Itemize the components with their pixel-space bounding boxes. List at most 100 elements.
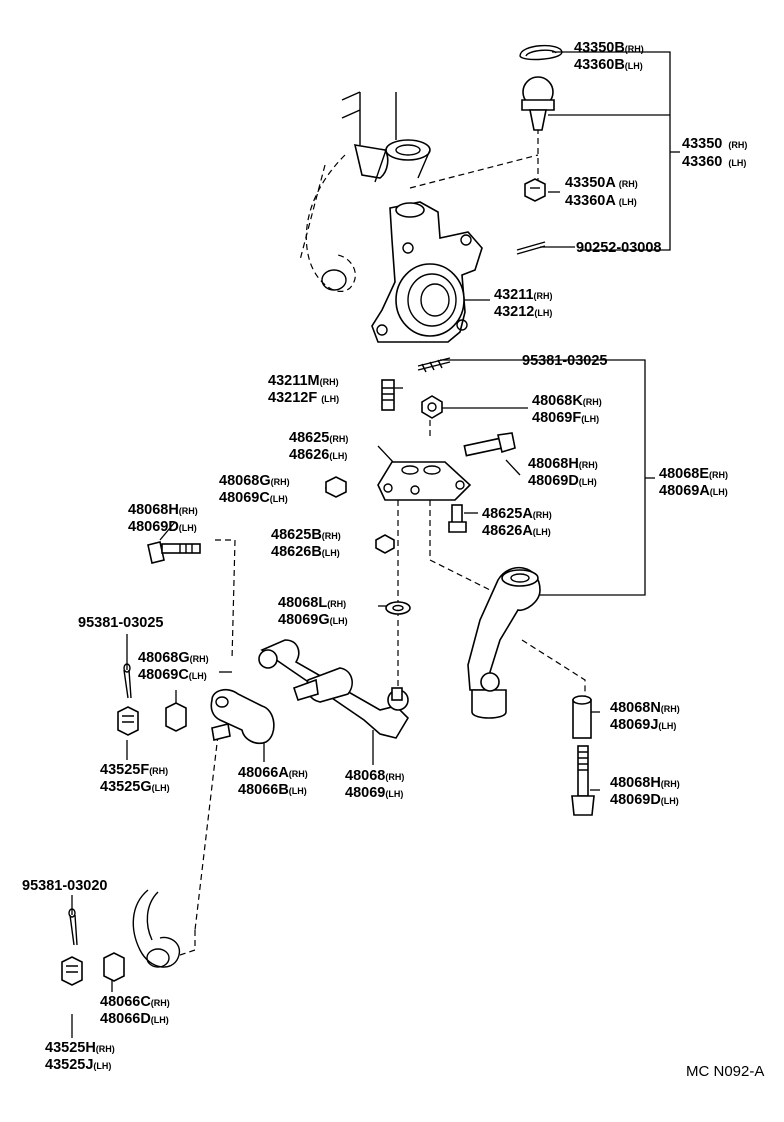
part-castle-nut-top bbox=[524, 178, 546, 202]
label-48068H-upper: 48068H(RH) 48069D(LH) bbox=[528, 456, 598, 489]
svg-text:48625B(RH): 48625B(RH) bbox=[271, 527, 341, 543]
part-ball-joint bbox=[521, 76, 555, 131]
part-cotter-pin-middle bbox=[123, 663, 132, 699]
svg-text:48066B(LH): 48066B(LH) bbox=[238, 782, 307, 798]
label-48066A: 48066A(RH) 48066B(LH) bbox=[238, 765, 308, 798]
svg-text:48069D(LH): 48069D(LH) bbox=[610, 792, 679, 808]
part-spacer-48068N bbox=[572, 695, 592, 739]
label-43350B: 43350B(RH) 43360B(LH) bbox=[574, 40, 644, 73]
diagram-code: MC N092-A bbox=[686, 1063, 764, 1080]
part-pitman-arm bbox=[132, 889, 181, 968]
part-cotter-pin-lower bbox=[68, 908, 78, 946]
label-48068G-upper: 48068G(RH) 48069C(LH) bbox=[219, 473, 290, 506]
label-48068N: 48068N(RH) 48069J(LH) bbox=[610, 700, 680, 733]
label-48068H-left: 48068H(RH) 48069D(LH) bbox=[128, 502, 198, 535]
svg-text:48069C(LH): 48069C(LH) bbox=[138, 667, 207, 683]
svg-text:48626(LH): 48626(LH) bbox=[289, 447, 347, 463]
label-48068L: 48068L(RH) 48069G(LH) bbox=[278, 595, 348, 628]
svg-text:95381-03025: 95381-03025 bbox=[522, 353, 607, 369]
svg-text:43360(LH): 43360(LH) bbox=[682, 154, 746, 170]
label-90252: 90252-03008 bbox=[576, 240, 661, 256]
part-stud bbox=[381, 379, 395, 411]
svg-text:48069F(LH): 48069F(LH) bbox=[532, 410, 599, 426]
label-43525H: 43525H(RH) 43525J(LH) bbox=[45, 1040, 115, 1073]
label-43350A: 43350A(RH) 43360A(LH) bbox=[565, 175, 638, 209]
svg-text:48068G(RH): 48068G(RH) bbox=[138, 650, 209, 666]
part-strut bbox=[341, 91, 431, 183]
svg-text:48069G(LH): 48069G(LH) bbox=[278, 612, 348, 628]
label-43525F: 43525F(RH) 43525G(LH) bbox=[100, 762, 170, 795]
label-48625A: 48625A(RH) 48626A(LH) bbox=[482, 506, 552, 539]
part-bracket-48625 bbox=[377, 461, 472, 501]
part-castle-nut-43525F bbox=[117, 706, 139, 736]
svg-text:43360A(LH): 43360A(LH) bbox=[565, 193, 637, 209]
part-idler-arm bbox=[467, 566, 541, 719]
svg-text:48068G(RH): 48068G(RH) bbox=[219, 473, 290, 489]
label-48068H-lower: 48068H(RH) 48069D(LH) bbox=[610, 775, 680, 808]
svg-text:48068H(RH): 48068H(RH) bbox=[128, 502, 198, 518]
svg-text:48069C(LH): 48069C(LH) bbox=[219, 490, 288, 506]
svg-text:48068L(RH): 48068L(RH) bbox=[278, 595, 346, 611]
part-nut-48068G-lower bbox=[165, 702, 187, 732]
svg-text:43525J(LH): 43525J(LH) bbox=[45, 1057, 111, 1073]
part-screw-upper bbox=[417, 357, 451, 373]
svg-text:48068E(RH): 48068E(RH) bbox=[659, 466, 728, 482]
svg-text:48068N(RH): 48068N(RH) bbox=[610, 700, 680, 716]
svg-text:48068K(RH): 48068K(RH) bbox=[532, 393, 602, 409]
label-48068K: 48068K(RH) 48069F(LH) bbox=[532, 393, 602, 426]
part-steering-arm-outline bbox=[305, 154, 356, 292]
part-nut-48068K bbox=[421, 395, 443, 419]
svg-text:48068H(RH): 48068H(RH) bbox=[610, 775, 680, 791]
part-snap-ring bbox=[519, 45, 563, 61]
svg-text:95381-03020: 95381-03020 bbox=[22, 878, 107, 894]
svg-text:43212(LH): 43212(LH) bbox=[494, 304, 552, 320]
svg-text:48625(RH): 48625(RH) bbox=[289, 430, 348, 446]
label-43211: 43211(RH) 43212(LH) bbox=[494, 287, 553, 320]
label-48068G-lower: 48068G(RH) 48069C(LH) bbox=[138, 650, 209, 683]
svg-text:48069A(LH): 48069A(LH) bbox=[659, 483, 728, 499]
label-43211M: 43211M(RH) 43212F(LH) bbox=[268, 373, 339, 406]
part-bolt-48625A bbox=[448, 504, 467, 533]
svg-text:43525F(RH): 43525F(RH) bbox=[100, 762, 168, 778]
svg-text:43350A(RH): 43350A(RH) bbox=[565, 175, 638, 191]
part-nut-48066C bbox=[103, 952, 125, 982]
svg-text:48626B(LH): 48626B(LH) bbox=[271, 544, 340, 560]
svg-text:43525G(LH): 43525G(LH) bbox=[100, 779, 170, 795]
svg-text:43211(RH): 43211(RH) bbox=[494, 287, 553, 303]
svg-text:43350(RH): 43350(RH) bbox=[682, 136, 747, 152]
label-95381-upper: 95381-03025 bbox=[522, 353, 607, 369]
part-bolt-48068H-upper bbox=[463, 432, 516, 457]
svg-text:48068(RH): 48068(RH) bbox=[345, 768, 404, 784]
part-tie-rod-end bbox=[210, 688, 275, 745]
svg-text:48625A(RH): 48625A(RH) bbox=[482, 506, 552, 522]
part-castle-nut-43525H bbox=[61, 956, 83, 986]
part-washer-48625B bbox=[375, 534, 395, 554]
label-95381-middle: 95381-03025 bbox=[78, 615, 163, 631]
part-bolt-48068H-lower bbox=[571, 745, 595, 816]
svg-text:48066C(RH): 48066C(RH) bbox=[100, 994, 170, 1010]
svg-text:43211M(RH): 43211M(RH) bbox=[268, 373, 339, 389]
svg-text:48069D(LH): 48069D(LH) bbox=[128, 519, 197, 535]
part-cotter-pin-top bbox=[516, 241, 546, 255]
svg-text:48066D(LH): 48066D(LH) bbox=[100, 1011, 169, 1027]
label-48625B: 48625B(RH) 48626B(LH) bbox=[271, 527, 341, 560]
svg-text:48069J(LH): 48069J(LH) bbox=[610, 717, 676, 733]
part-steering-knuckle bbox=[371, 201, 483, 343]
svg-text:48626A(LH): 48626A(LH) bbox=[482, 523, 551, 539]
label-95381-lower: 95381-03020 bbox=[22, 878, 107, 894]
svg-text:48066A(RH): 48066A(RH) bbox=[238, 765, 308, 781]
alignment-lines bbox=[179, 128, 586, 956]
label-48066C: 48066C(RH) 48066D(LH) bbox=[100, 994, 170, 1027]
svg-text:90252-03008: 90252-03008 bbox=[576, 240, 661, 256]
svg-text:43525H(RH): 43525H(RH) bbox=[45, 1040, 115, 1056]
label-48625: 48625(RH) 48626(LH) bbox=[289, 430, 348, 463]
svg-text:95381-03025: 95381-03025 bbox=[78, 615, 163, 631]
part-washer-48068L bbox=[385, 601, 411, 615]
part-relay-rod bbox=[258, 639, 410, 739]
label-48068E: 48068E(RH) 48069A(LH) bbox=[659, 466, 728, 499]
label-48068: 48068(RH) 48069(LH) bbox=[345, 768, 404, 801]
part-bolt-48068H-left bbox=[147, 541, 201, 564]
part-nut-48068G-upper bbox=[325, 476, 347, 498]
svg-text:43350B(RH): 43350B(RH) bbox=[574, 40, 644, 56]
